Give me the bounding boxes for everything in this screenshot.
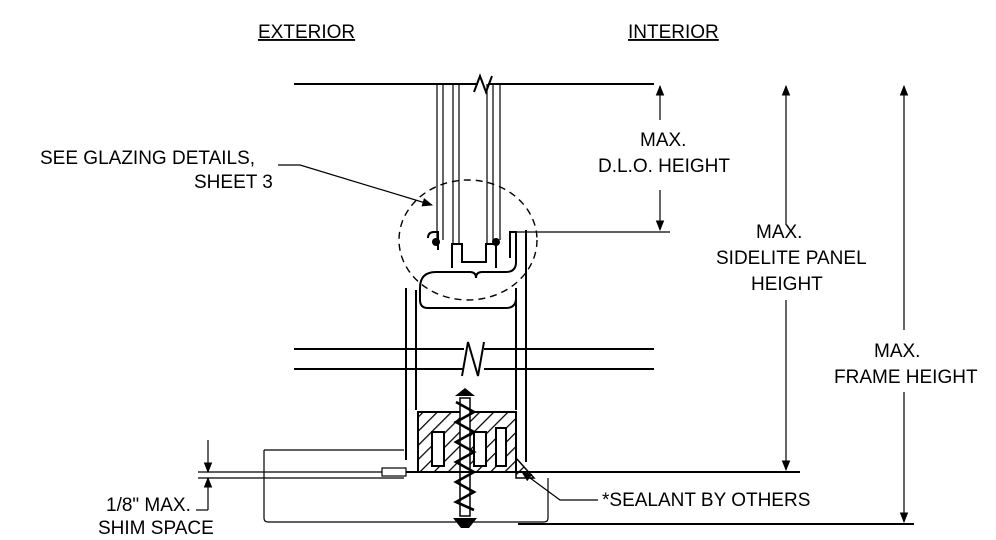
middle-break-lines	[294, 341, 654, 377]
panel-label-line2: SIDELITE PANEL	[716, 248, 867, 269]
sill-block	[417, 411, 536, 479]
anchor-screw	[453, 388, 477, 528]
interior-header: INTERIOR	[628, 22, 719, 43]
exterior-header: EXTERIOR	[258, 22, 355, 43]
top-break-line	[294, 73, 654, 95]
substrate	[198, 449, 914, 525]
panel-label-line1: MAX.	[756, 222, 802, 243]
glazing-detail-circle	[398, 179, 538, 301]
sealant-callout: *SEALANT BY OTHERS	[602, 490, 810, 511]
glazing-extrusion	[419, 231, 517, 309]
glazing-callout-line1: SEE GLAZING DETAILS,	[40, 148, 255, 169]
shim-dimension	[196, 440, 213, 511]
dlo-label-line1: MAX.	[640, 130, 686, 151]
glazing-callout-line2: SHEET 3	[194, 172, 273, 193]
leader-lines	[278, 164, 598, 501]
dlo-dimension	[510, 84, 670, 233]
glass-panes	[436, 84, 501, 245]
shim-label-line1: 1/8" MAX.	[106, 495, 191, 516]
dlo-label-line2: D.L.O. HEIGHT	[598, 156, 730, 177]
panel-label-line3: HEIGHT	[751, 274, 823, 295]
frame-label-line2: FRAME HEIGHT	[834, 367, 978, 388]
shim-label-line2: SHIM SPACE	[98, 518, 214, 539]
frame-label-line1: MAX.	[874, 341, 920, 362]
